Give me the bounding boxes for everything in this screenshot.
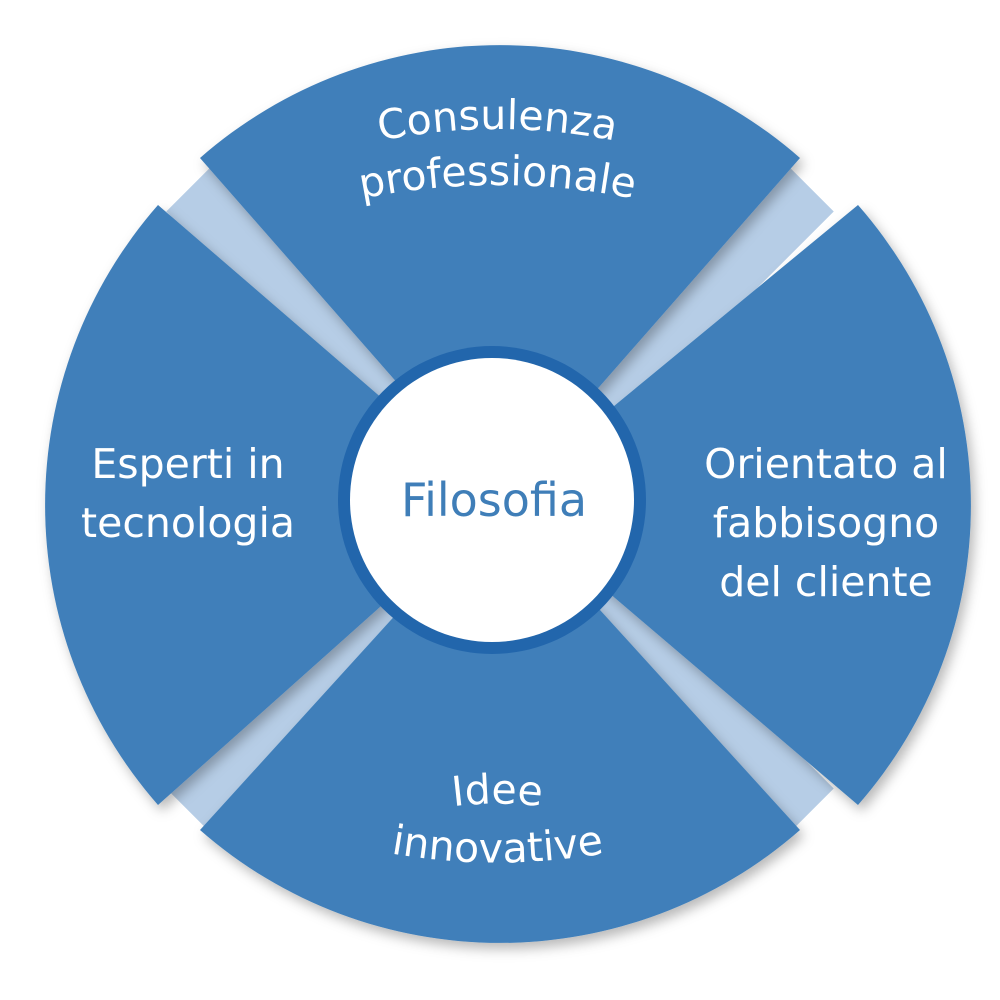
segment-top bbox=[200, 45, 800, 501]
center-label: Filosofia bbox=[401, 473, 587, 527]
segment-left-line-1: Esperti in bbox=[91, 440, 284, 488]
segment-right-line-1: Orientato al bbox=[704, 440, 948, 488]
segment-right-line-2: fabbisogno bbox=[713, 499, 940, 547]
segment-left bbox=[45, 205, 500, 805]
segment-bottom bbox=[200, 500, 800, 943]
segment-bottom-line-2: innovative bbox=[389, 816, 606, 873]
segment-left-line-2: tecnologia bbox=[81, 499, 295, 547]
segment-right bbox=[500, 205, 971, 805]
center-hub: Filosofia bbox=[338, 346, 646, 654]
center-circle bbox=[350, 358, 634, 642]
segments bbox=[45, 45, 971, 943]
segment-right-line-3: del cliente bbox=[719, 558, 933, 606]
segment-bottom-line-1: Idee bbox=[449, 765, 545, 816]
